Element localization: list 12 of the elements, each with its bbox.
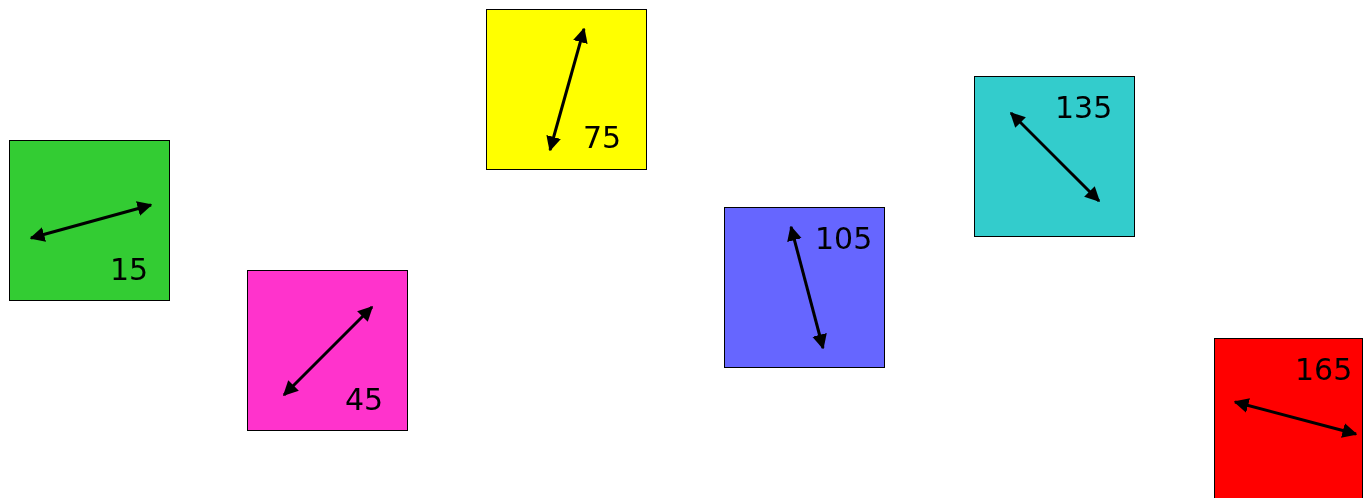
angle-label: 75: [583, 123, 622, 153]
colored-square: [486, 9, 647, 170]
angle-label: 165: [1295, 355, 1353, 385]
colored-square: [724, 207, 885, 368]
colored-square: [9, 140, 170, 301]
angle-label: 105: [815, 224, 873, 254]
angle-label: 135: [1055, 93, 1113, 123]
angle-label: 15: [110, 255, 149, 285]
colored-square: [1214, 338, 1363, 498]
colored-square: [247, 270, 408, 431]
colored-square: [974, 76, 1135, 237]
angle-label: 45: [345, 385, 384, 415]
